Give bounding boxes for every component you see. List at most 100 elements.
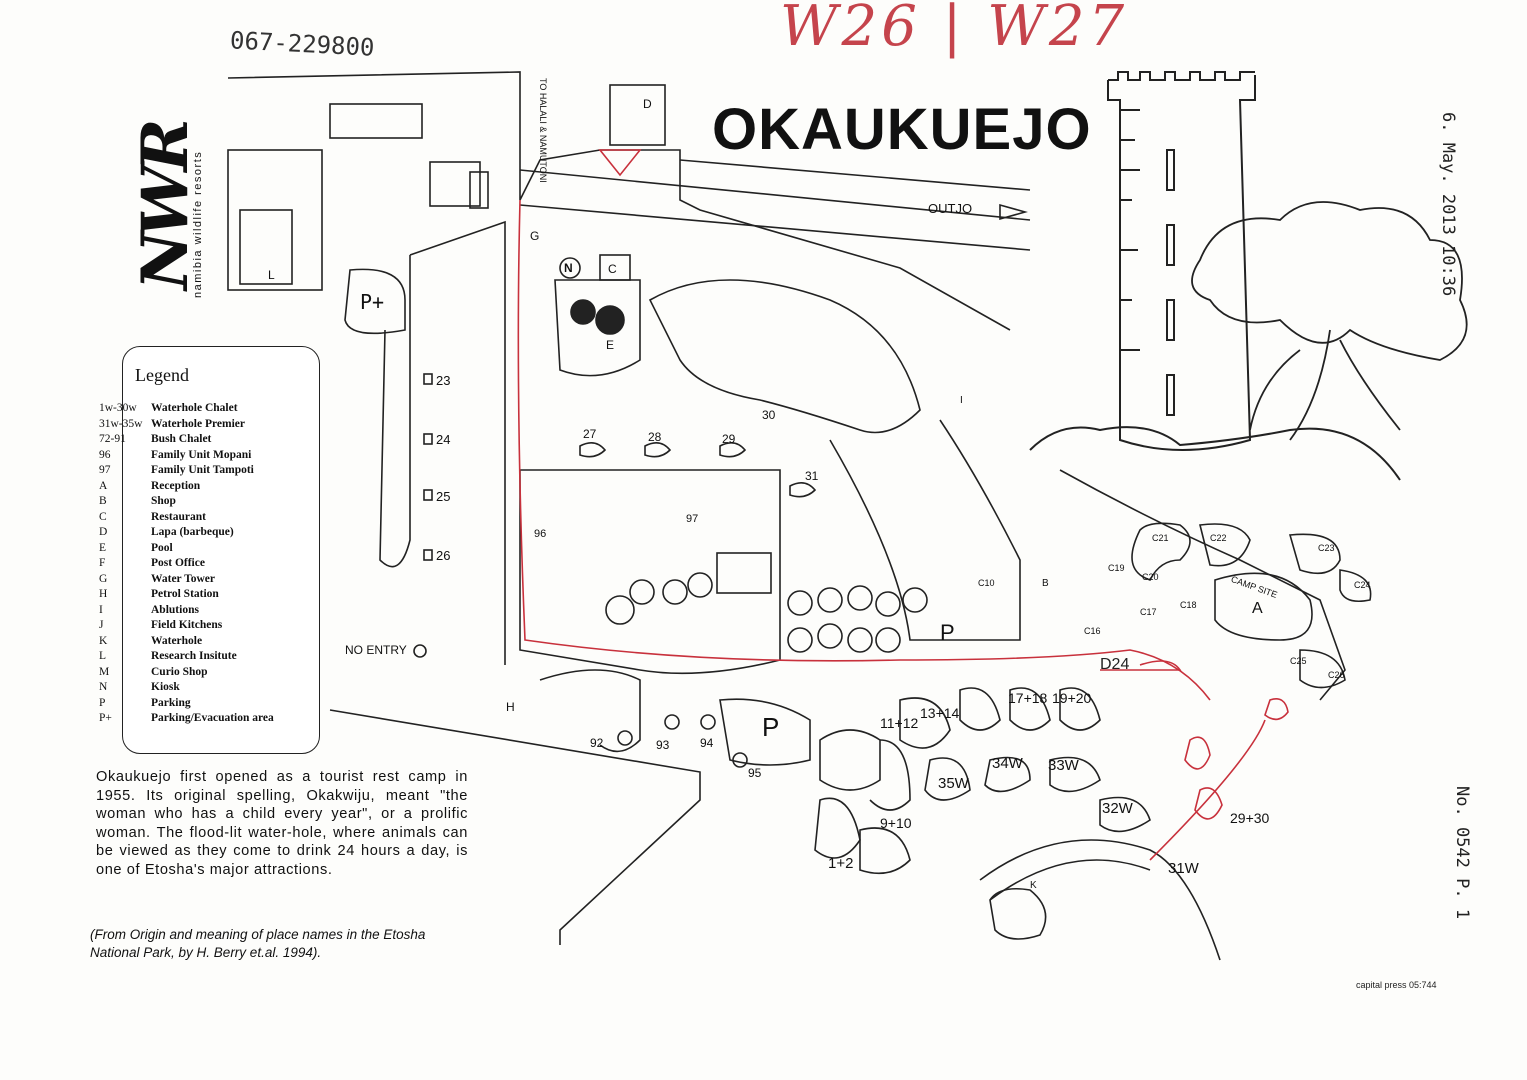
legend-key: B	[99, 495, 107, 507]
pool-left	[570, 299, 596, 325]
building-e	[554, 279, 641, 377]
bush-chalet-plots	[605, 572, 928, 653]
legend-row: G Water Tower	[99, 572, 319, 588]
unit-label: 96	[534, 528, 547, 540]
parking-label-upper: P	[940, 620, 955, 645]
legend-value: Post Office	[151, 557, 205, 569]
legend-value: Reception	[151, 479, 201, 492]
building-letter-k: K	[1030, 880, 1037, 891]
map-title: OKAUKUEJO	[712, 97, 1092, 162]
legend-key: 96	[99, 448, 111, 461]
campsite-label: C17	[1140, 607, 1157, 617]
building-research	[227, 149, 323, 291]
waterhole	[989, 887, 1047, 940]
legend-row: A Reception	[99, 479, 319, 495]
legend-key: C	[99, 510, 107, 523]
building-letter-e: E	[606, 338, 615, 352]
legend-key: G	[99, 572, 108, 585]
legend-row: M Curio Shop	[99, 665, 319, 681]
unit-label: 24	[436, 432, 451, 447]
chalet-label: 19+20	[1052, 690, 1092, 706]
legend-row: 96 Family Unit Mopani	[99, 448, 319, 464]
legend-key: M	[99, 665, 110, 678]
kiosk-marker	[559, 257, 581, 279]
legend-value: Field Kitchens	[151, 619, 223, 631]
unit-label: 26	[436, 548, 451, 563]
logo-subtitle: namibia wildlife resorts	[192, 150, 204, 298]
legend-value: Family Unit Mopani	[151, 448, 252, 461]
chalet-label: 32W	[1102, 800, 1133, 817]
legend-row: K Waterhole	[99, 634, 319, 650]
legend-value: Bush Chalet	[151, 433, 212, 445]
building-letter-c: C	[608, 262, 617, 276]
building-letter-l: L	[268, 268, 275, 282]
handwritten-red-note: W26 | W27	[780, 0, 1129, 59]
red-route-annotation	[517, 149, 1289, 861]
legend-value: Parking	[151, 696, 191, 709]
legend-key: E	[99, 541, 107, 554]
legend-value: Waterhole	[151, 634, 203, 647]
legend-value: Pool	[151, 541, 173, 554]
building-letter-h: H	[506, 700, 515, 714]
source-citation: (From Origin and meaning of place names …	[90, 927, 426, 960]
chalet-label: 33W	[1048, 757, 1079, 774]
campsite-label: C23	[1318, 543, 1335, 553]
campsite-label: C22	[1210, 533, 1227, 543]
chalet-label: 35W	[938, 775, 969, 792]
waterhole-road	[979, 839, 1221, 961]
legend-value: Family Unit Tampoti	[151, 464, 254, 476]
legend-key: A	[99, 479, 108, 492]
legend-row: N Kiosk	[99, 680, 319, 696]
unit-label: 27	[583, 427, 597, 441]
legend-key: 1w-30w	[99, 402, 137, 414]
main-road	[519, 159, 1031, 251]
legend-value: Kiosk	[151, 681, 180, 693]
legend-value: Restaurant	[151, 510, 206, 523]
campsite-label: C10	[978, 578, 995, 588]
legend-key: 97	[99, 464, 111, 476]
legend-key: J	[99, 619, 104, 631]
legend-row: C Restaurant	[99, 510, 319, 526]
campsite-label: C16	[1084, 626, 1101, 636]
p-plus-label: P+	[360, 290, 385, 314]
to-halali-label: TO HALALI & NAMUTONI	[538, 78, 548, 183]
unit-label: 94	[700, 736, 714, 750]
legend-key: P	[99, 696, 106, 709]
parking-label-lower: P	[762, 712, 780, 742]
tree-illustration	[1191, 201, 1468, 441]
legend-key: N	[99, 681, 108, 693]
legend-row: J Field Kitchens	[99, 618, 319, 634]
fax-page-number: No. 0542 P. 1	[1452, 786, 1472, 920]
unit-label: 30	[762, 408, 776, 422]
legend-title: Legend	[135, 365, 189, 385]
legend-value: Curio Shop	[151, 665, 208, 678]
chalet-label: D24	[1100, 656, 1130, 673]
legend-key: H	[99, 588, 108, 600]
history-description: Okaukuejo first opened as a tourist rest…	[96, 769, 468, 878]
campsite-label: C24	[1354, 580, 1371, 590]
legend-value: Water Tower	[151, 572, 215, 585]
unit-label: 97	[686, 513, 699, 525]
legend-row: H Petrol Station	[99, 587, 319, 603]
water-tower-illustration	[1029, 71, 1401, 481]
chalet-label: 17+18	[1008, 690, 1048, 706]
legend-value: Ablutions	[151, 603, 199, 616]
lower-parking	[719, 698, 811, 766]
legend-key: K	[99, 634, 108, 647]
unit-label: 95	[748, 766, 762, 780]
legend-value: Petrol Station	[151, 588, 219, 600]
legend-key: L	[99, 650, 107, 662]
no-entry-label: NO ENTRY	[345, 643, 407, 657]
pool-right	[595, 305, 625, 335]
chalet-label: 34W	[992, 755, 1023, 772]
legend-value: Waterhole Premier	[151, 417, 245, 430]
legend-row: P+Parking/Evacuation area	[99, 711, 319, 727]
